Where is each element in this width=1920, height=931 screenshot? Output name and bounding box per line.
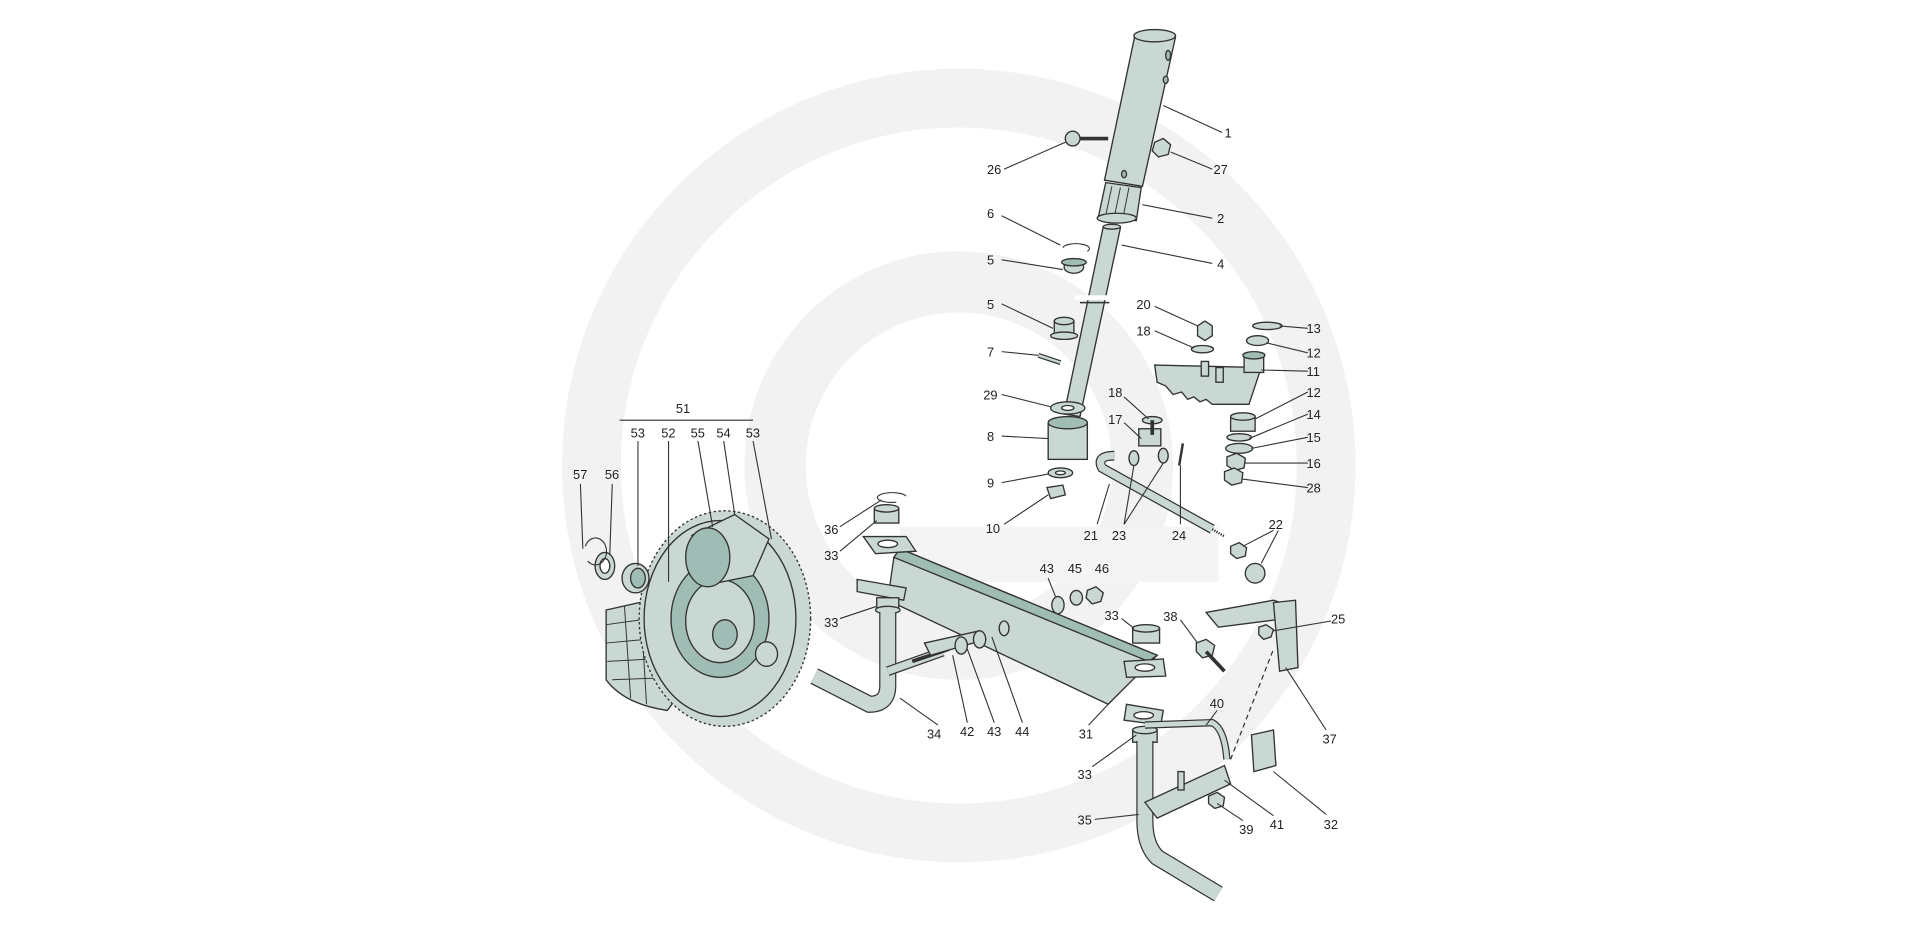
callout-1: 1 bbox=[1224, 125, 1231, 140]
callout-33: 33 bbox=[824, 615, 838, 630]
tie-rod-assembly bbox=[1095, 415, 1299, 673]
callout-56: 56 bbox=[605, 467, 619, 482]
callout-31: 31 bbox=[1079, 727, 1093, 742]
callout-42: 42 bbox=[960, 724, 974, 739]
callout-54: 54 bbox=[716, 425, 730, 440]
callout-10: 10 bbox=[986, 521, 1000, 536]
callout-39: 39 bbox=[1239, 822, 1253, 837]
callout-43: 43 bbox=[1040, 561, 1054, 576]
callout-41: 41 bbox=[1270, 817, 1284, 832]
steering-column bbox=[1037, 28, 1177, 500]
callout-4: 4 bbox=[1217, 256, 1224, 271]
callout-24: 24 bbox=[1172, 528, 1186, 543]
callout-11: 11 bbox=[1307, 364, 1320, 379]
callout-15: 15 bbox=[1307, 430, 1321, 445]
wheel-assembly bbox=[584, 510, 812, 727]
callout-55: 55 bbox=[691, 425, 705, 440]
callout-53: 53 bbox=[631, 425, 645, 440]
callout-27: 27 bbox=[1213, 162, 1227, 177]
circlip-57 bbox=[584, 537, 608, 566]
callout-18: 18 bbox=[1136, 324, 1150, 339]
wheel-bushing-55 bbox=[685, 527, 731, 588]
callout-37: 37 bbox=[1322, 731, 1336, 746]
callout-14: 14 bbox=[1307, 407, 1321, 422]
callout-5: 5 bbox=[987, 253, 994, 268]
callout-8: 8 bbox=[987, 429, 994, 444]
callout-53: 53 bbox=[746, 425, 760, 440]
callout-21: 21 bbox=[1084, 528, 1098, 543]
callout-16: 16 bbox=[1307, 456, 1321, 471]
callout-35: 35 bbox=[1078, 812, 1092, 827]
callout-12: 12 bbox=[1307, 385, 1321, 400]
callout-7: 7 bbox=[987, 345, 994, 360]
callout-28: 28 bbox=[1307, 480, 1321, 495]
leader-lines bbox=[579, 104, 1332, 822]
callout-29: 29 bbox=[983, 387, 997, 402]
callout-32: 32 bbox=[1324, 817, 1338, 832]
callout-5: 5 bbox=[987, 297, 994, 312]
callout-40: 40 bbox=[1210, 696, 1224, 711]
callout-22: 22 bbox=[1269, 517, 1283, 532]
callout-labels: 1 26 27 2 6 5 4 5 20 13 18 12 7 11 29 18… bbox=[573, 125, 1345, 837]
callout-51: 51 bbox=[676, 401, 690, 416]
callout-25: 25 bbox=[1331, 611, 1345, 626]
callout-13: 13 bbox=[1307, 321, 1321, 336]
callout-33: 33 bbox=[824, 548, 838, 563]
callout-36: 36 bbox=[824, 522, 838, 537]
callout-33: 33 bbox=[1078, 767, 1092, 782]
callout-33: 33 bbox=[1104, 608, 1118, 623]
callout-43: 43 bbox=[987, 724, 1001, 739]
callout-45: 45 bbox=[1068, 561, 1082, 576]
callout-52: 52 bbox=[661, 425, 675, 440]
front-axle-assembly bbox=[810, 492, 1277, 902]
callout-12: 12 bbox=[1307, 346, 1321, 361]
callout-20: 20 bbox=[1136, 297, 1150, 312]
callout-18: 18 bbox=[1108, 385, 1122, 400]
callout-2: 2 bbox=[1217, 211, 1224, 226]
callout-57: 57 bbox=[573, 467, 587, 482]
callout-9: 9 bbox=[987, 476, 994, 491]
callout-6: 6 bbox=[987, 206, 994, 221]
callout-44: 44 bbox=[1015, 724, 1029, 739]
callout-38: 38 bbox=[1163, 609, 1177, 624]
callout-17: 17 bbox=[1108, 412, 1122, 427]
callout-34: 34 bbox=[927, 727, 941, 742]
callout-23: 23 bbox=[1112, 528, 1126, 543]
sector-gear-assembly bbox=[1153, 320, 1283, 486]
callout-46: 46 bbox=[1095, 561, 1109, 576]
callout-26: 26 bbox=[987, 162, 1001, 177]
